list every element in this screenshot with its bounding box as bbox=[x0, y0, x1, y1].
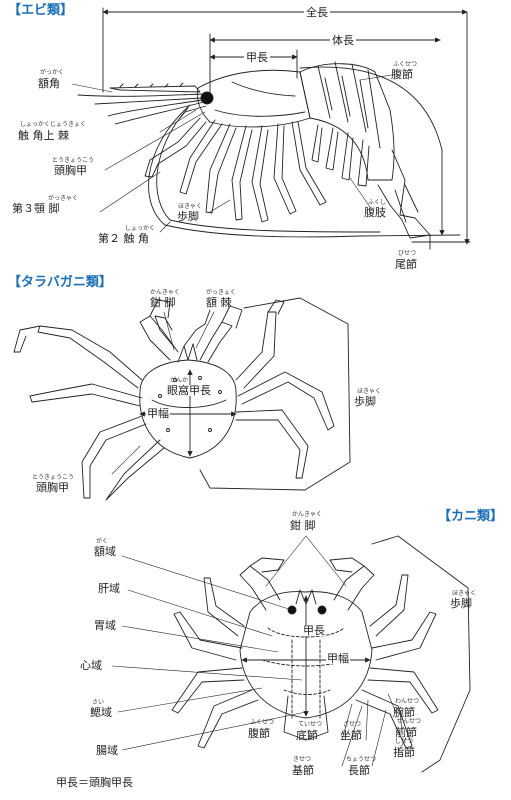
crab-section-title: 【カニ類】 bbox=[438, 509, 504, 524]
hepatic-region-label: 肝域 bbox=[98, 582, 120, 595]
shrimp-carapace-label: 頭胸甲 bbox=[54, 164, 87, 177]
frontal-region-label: 額域 bbox=[94, 545, 116, 558]
king-crab-cheliped-label: 鉗 脚 bbox=[150, 296, 176, 309]
gastric-region-label: 胃域 bbox=[94, 619, 116, 632]
carapace-length-note: 甲長＝頭胸甲長 bbox=[56, 776, 133, 789]
crab-drawing bbox=[171, 535, 471, 773]
king-crab-section-title: 【タラバガニ類】 bbox=[8, 275, 112, 290]
crab-walking-legs-label: 歩脚 bbox=[450, 597, 472, 610]
second-antenna-label: 第２ 触 角 bbox=[98, 232, 149, 245]
coxa-label: 底節 bbox=[296, 729, 318, 742]
crab-leaders bbox=[111, 535, 407, 767]
shrimp-walking-legs-label: 歩脚 bbox=[177, 210, 199, 223]
shrimp-abdominal-segments-label: 腹節 bbox=[391, 68, 413, 81]
king-crab-leaders bbox=[111, 311, 215, 475]
shrimp-drawing bbox=[77, 7, 471, 250]
pleopods-label: 腹肢 bbox=[364, 206, 386, 219]
cardiac-region-label: 心域 bbox=[80, 659, 102, 672]
shrimp-leaders bbox=[71, 73, 399, 233]
total-length-label: 全長 bbox=[304, 6, 330, 19]
orbital-carapace-length-label: 眼窩甲長 bbox=[166, 384, 212, 397]
king-crab-carapace-width-label: 甲幅 bbox=[146, 407, 170, 420]
rostrum-label: 額角 bbox=[38, 77, 60, 90]
intestinal-region-label: 腸域 bbox=[96, 744, 118, 757]
crab-carapace-length-label: 甲長 bbox=[302, 624, 326, 637]
carapace-length-label: 甲長 bbox=[244, 51, 270, 64]
king-crab-walking-legs-label: 歩脚 bbox=[354, 395, 376, 408]
third-maxilliped-label: 第３顎 脚 bbox=[12, 202, 60, 215]
body-length-label: 体長 bbox=[330, 34, 356, 47]
crab-cheliped-label: 鉗 脚 bbox=[290, 519, 316, 532]
merus-label: 長節 bbox=[348, 764, 370, 777]
basis-label: 基節 bbox=[292, 764, 314, 777]
rostral-spine-label: 額 棘 bbox=[206, 296, 232, 309]
dactylus-label: 指節 bbox=[393, 746, 415, 759]
shrimp-section-title: 【エビ類】 bbox=[8, 3, 74, 18]
crab-carapace-width-label: 甲幅 bbox=[326, 652, 350, 665]
antennal-spine-label: 触 角上 棘 bbox=[18, 129, 69, 142]
branchial-region-label: 鰓域 bbox=[90, 706, 112, 719]
king-crab-carapace-label: 頭胸甲 bbox=[36, 481, 69, 494]
crab-abdomen-label: 腹節 bbox=[248, 727, 270, 740]
ischium-label: 坐節 bbox=[340, 729, 362, 742]
propodus-label: 前節 bbox=[395, 726, 417, 739]
telson-label: 尾節 bbox=[395, 258, 417, 271]
carpus-label: 腕節 bbox=[393, 706, 415, 719]
king-crab-drawing bbox=[13, 297, 351, 501]
